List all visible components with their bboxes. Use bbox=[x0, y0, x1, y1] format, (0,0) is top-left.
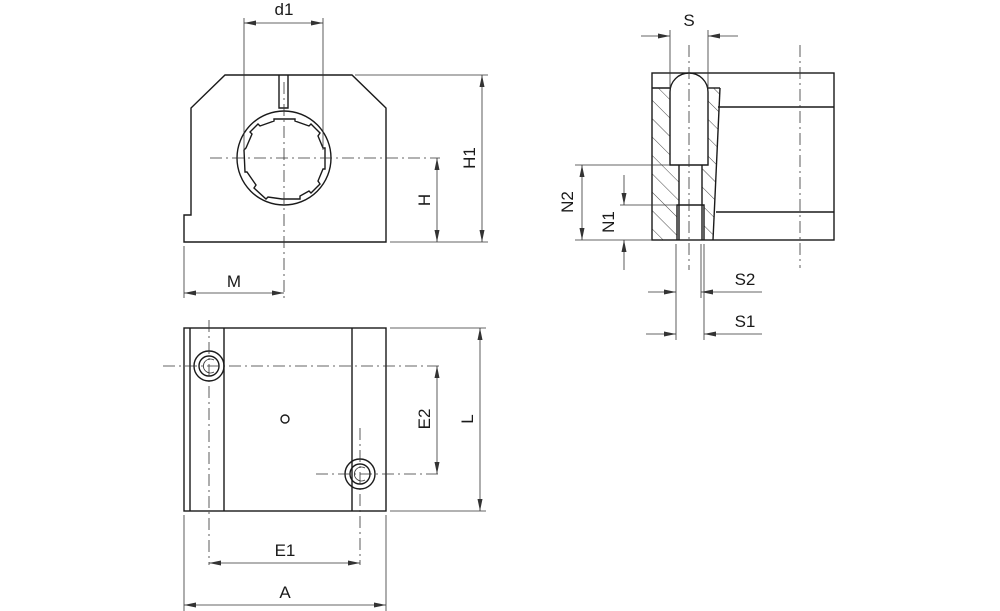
hatch-left-wall bbox=[652, 88, 679, 240]
side-section-view: S N2 N1 S2 S1 bbox=[558, 11, 835, 340]
base-outline bbox=[183, 327, 387, 512]
bearing-inner-grooved bbox=[243, 118, 326, 200]
H1-label: H1 bbox=[460, 147, 479, 169]
M-label: M bbox=[227, 272, 241, 291]
pin-hole bbox=[280, 414, 290, 424]
H-label: H bbox=[415, 194, 434, 206]
N1-label: N1 bbox=[599, 211, 618, 233]
side-outline bbox=[651, 72, 835, 241]
A-label: A bbox=[279, 583, 291, 602]
lube-slot bbox=[278, 75, 289, 109]
E2-label: E2 bbox=[415, 409, 434, 430]
housing-outline bbox=[183, 74, 387, 243]
hatch-right-wall bbox=[702, 88, 720, 240]
E1-label: E1 bbox=[275, 541, 296, 560]
lube-bore bbox=[676, 165, 705, 240]
bottom-view: E2 L E1 A bbox=[163, 320, 486, 611]
L-label: L bbox=[458, 414, 477, 423]
front-view: d1 H H1 M bbox=[183, 0, 488, 298]
lube-cap bbox=[669, 72, 709, 166]
d1-label: d1 bbox=[275, 0, 294, 19]
S-label: S bbox=[683, 11, 694, 30]
N2-label: N2 bbox=[558, 191, 577, 213]
S2-label: S2 bbox=[735, 270, 756, 289]
S1-label: S1 bbox=[735, 312, 756, 331]
